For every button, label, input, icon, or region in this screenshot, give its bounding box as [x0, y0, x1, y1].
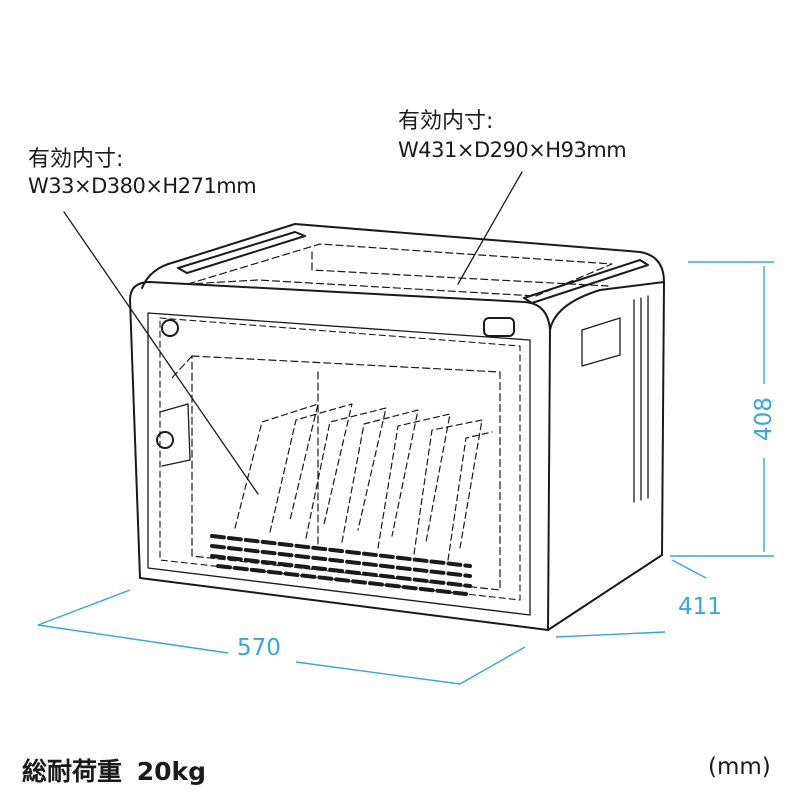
leader-top	[457, 171, 523, 285]
width-extension-left	[37, 589, 131, 626]
side-vents	[633, 295, 649, 503]
width-extension-right	[459, 646, 526, 685]
top-tray-inner-dashed	[311, 251, 609, 287]
slot-inner-dim-title: 有効内寸:	[28, 147, 124, 172]
top-handle-left	[177, 231, 306, 274]
load-capacity-value: 20kg	[136, 757, 207, 786]
width-dimension-label: 570	[237, 635, 281, 661]
depth-dim-line	[555, 631, 666, 638]
interior-box-dashed	[191, 355, 501, 591]
load-capacity-label: 総耐荷重	[22, 757, 123, 786]
front-latch	[483, 317, 515, 337]
base-rack	[210, 534, 472, 596]
top-inner-dim-title: 有効内寸:	[398, 109, 494, 134]
front-inner-frame	[147, 312, 531, 616]
top-handle-right	[523, 259, 649, 304]
hinge-bracket	[159, 403, 191, 467]
width-dim-line-left	[37, 624, 229, 654]
hinge-upper	[161, 319, 179, 337]
depth-dimension-label: 411	[678, 594, 722, 620]
height-dimension-label: 408	[750, 397, 777, 441]
top-tray-dashed	[187, 243, 613, 297]
cabinet-top-outline	[141, 223, 665, 289]
hinge-lower	[156, 431, 174, 449]
depth-extension	[671, 559, 707, 579]
width-dim-line-right	[295, 661, 461, 685]
load-capacity: 総耐荷重 20kg	[22, 752, 206, 788]
slot-dividers	[234, 403, 493, 561]
slot-inner-dim-value: W33×D380×H271mm	[28, 174, 257, 198]
top-inner-dim-value: W431×D290×H93mm	[398, 138, 627, 162]
cabinet-side-outline	[547, 281, 665, 631]
interior-back-dashed	[169, 355, 319, 546]
side-label-plate	[581, 317, 621, 367]
front-door-frame	[159, 317, 521, 601]
leader-slot	[63, 211, 259, 495]
unit-note: (mm)	[708, 754, 771, 780]
